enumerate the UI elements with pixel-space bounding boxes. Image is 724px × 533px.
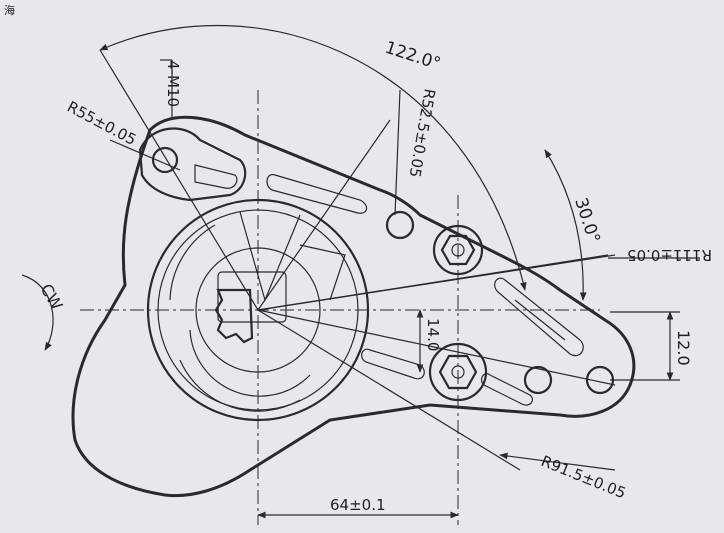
label-angle-122: 122.0° xyxy=(382,38,443,75)
bolt-hole-mid xyxy=(385,210,415,240)
slot-top xyxy=(266,174,368,214)
arc-122 xyxy=(99,24,527,291)
label-offset-12: 12.0 xyxy=(674,330,693,366)
label-rotation-cw: CW xyxy=(37,281,67,314)
upper-slot xyxy=(194,164,238,189)
ray-to-lower-right xyxy=(257,309,616,386)
housing-outline xyxy=(71,115,636,498)
slot-lower xyxy=(480,373,534,406)
nut-lower-hex xyxy=(438,354,478,390)
leader-r915 xyxy=(499,452,616,471)
slot-right xyxy=(494,277,584,357)
bolt-hole-right-1 xyxy=(523,365,553,395)
rib-upper xyxy=(239,211,301,302)
label-radius-52-5: R52.5±0.05 xyxy=(405,87,438,179)
label-bolt-holes: 4-M10 xyxy=(164,60,182,107)
upper-ear xyxy=(138,127,247,202)
label-width-64: 64±0.1 xyxy=(330,496,386,514)
ray-to-right-2 xyxy=(257,254,609,311)
label-radius-55: R55±0.05 xyxy=(64,98,139,149)
slot-mid xyxy=(361,348,425,380)
slot-right-inner xyxy=(514,299,566,341)
leader-r525 xyxy=(394,89,401,216)
cw-arrow xyxy=(21,274,54,351)
inner-arc-2 xyxy=(179,359,301,412)
pinion-gear xyxy=(214,288,254,344)
ray-r915 xyxy=(257,309,521,471)
label-radius-111: R111±0.05 xyxy=(627,246,712,264)
label-radius-91-5: R91.5±0.05 xyxy=(539,452,629,502)
inner-arc-3 xyxy=(189,329,311,397)
corner-mark: 海 xyxy=(4,3,15,17)
label-offset-14: 14.0 xyxy=(424,318,442,351)
arc-30 xyxy=(544,149,587,301)
